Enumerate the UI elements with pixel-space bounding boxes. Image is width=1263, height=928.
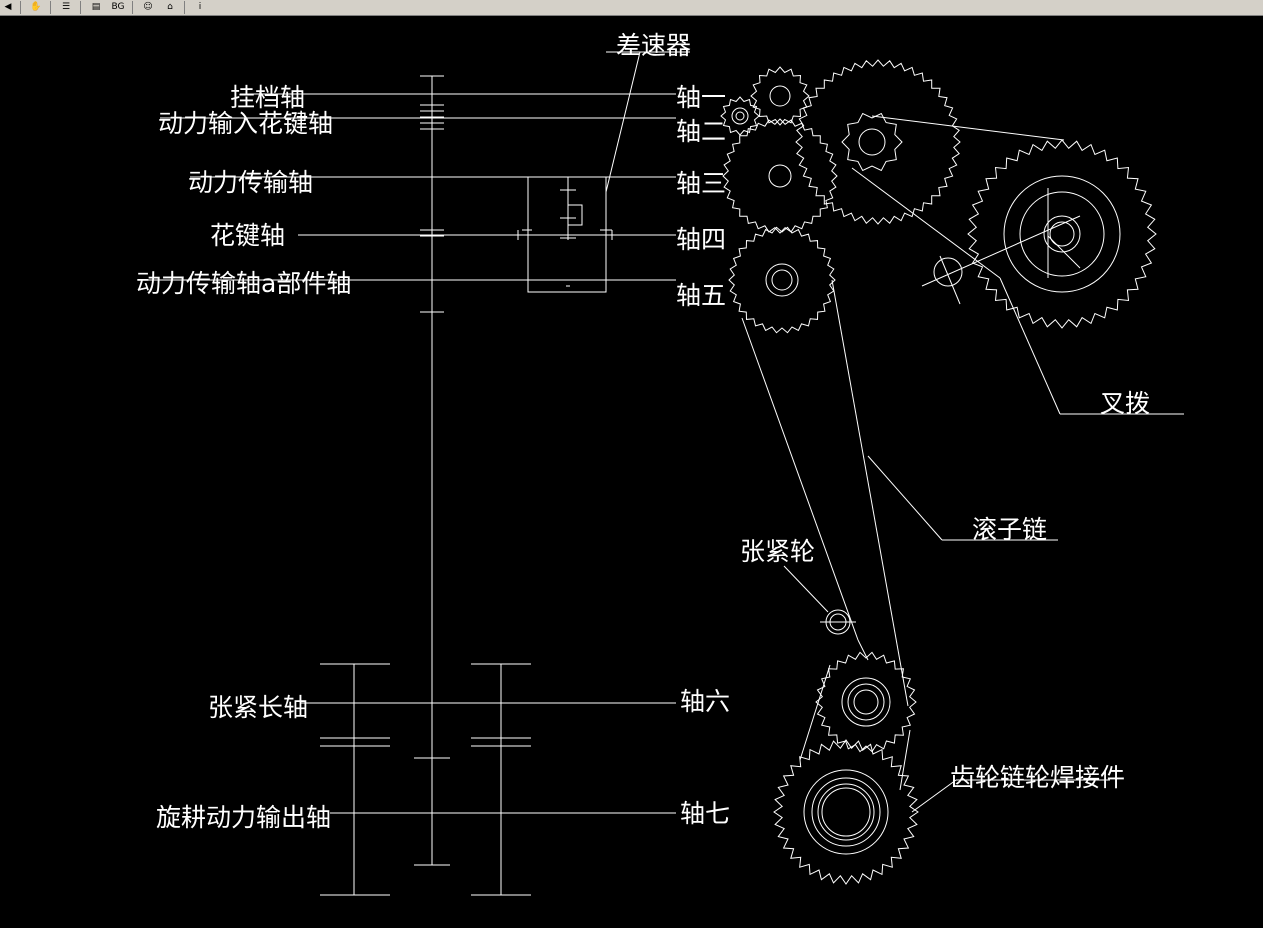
back-icon[interactable]: ◀ (4, 2, 12, 12)
gear-shaft-1 (750, 66, 810, 126)
gear-fork-small (841, 112, 903, 172)
print-icon[interactable]: ▤ (91, 2, 101, 12)
label-shaft-1: 轴一 (676, 83, 726, 112)
sprocket-shaft-6 (815, 651, 917, 753)
fork-pivot (933, 257, 963, 287)
labels: 差速器 挂档轴 动力输入花键轴 动力传输轴 花键轴 动力传输轴a部件轴 张紧长轴… (136, 31, 1150, 832)
label-gear-sprocket-weldment: 齿轮链轮焊接件 (950, 763, 1125, 792)
label-shaft-4: 轴四 (676, 225, 726, 254)
label-fork: 叉拨 (1100, 389, 1150, 418)
sprocket-large-right (967, 139, 1157, 329)
layers-icon[interactable]: ☰ (61, 2, 71, 12)
toolbar-separator (20, 1, 21, 14)
chain-and-links (741, 115, 1184, 813)
label-tension-long-shaft: 张紧长轴 (208, 693, 308, 722)
pan-icon[interactable]: ✋ (30, 2, 42, 12)
label-shift-shaft: 挂档轴 (230, 83, 305, 112)
background-icon[interactable]: BG (111, 2, 125, 12)
toolbar-separator (184, 1, 185, 14)
label-differential: 差速器 (616, 31, 691, 60)
toolbar-separator (132, 1, 133, 14)
shaft-schematic (140, 51, 690, 896)
label-power-transmission-shaft: 动力传输轴 (188, 168, 313, 197)
toolbar-separator (50, 1, 51, 14)
gear-sprocket-weldment (773, 739, 919, 885)
home-icon[interactable]: ⌂ (167, 2, 173, 12)
toolbar: ◀ ✋ ☰ ▤ BG ☺ ⌂ i (0, 0, 1263, 16)
label-shaft-2: 轴二 (676, 117, 726, 146)
gear-train (720, 59, 1157, 885)
label-power-transmission-part-shaft: 动力传输轴a部件轴 (136, 269, 351, 298)
label-power-input-spline-shaft: 动力输入花键轴 (158, 109, 333, 138)
label-roller-chain: 滚子链 (972, 515, 1047, 544)
tension-wheel (820, 609, 856, 635)
label-spline-shaft: 花键轴 (210, 221, 285, 250)
sprocket-shaft-5 (728, 226, 836, 334)
label-tension-wheel: 张紧轮 (740, 537, 815, 566)
cad-drawing-canvas[interactable]: 差速器 挂档轴 动力输入花键轴 动力传输轴 花键轴 动力传输轴a部件轴 张紧长轴… (0, 16, 1263, 928)
user-icon[interactable]: ☺ (143, 2, 153, 12)
label-shaft-5: 轴五 (676, 281, 726, 310)
label-shaft-3: 轴三 (676, 169, 726, 198)
gear-large-upper (795, 59, 961, 225)
gear-shaft-3 (722, 118, 838, 234)
toolbar-separator (80, 1, 81, 14)
label-shaft-6: 轴六 (680, 687, 730, 716)
label-shaft-7: 轴七 (680, 799, 730, 828)
info-icon[interactable]: i (198, 2, 202, 12)
label-rotary-output-shaft: 旋耕动力输出轴 (156, 803, 331, 832)
gear-shaft-2 (720, 96, 760, 136)
